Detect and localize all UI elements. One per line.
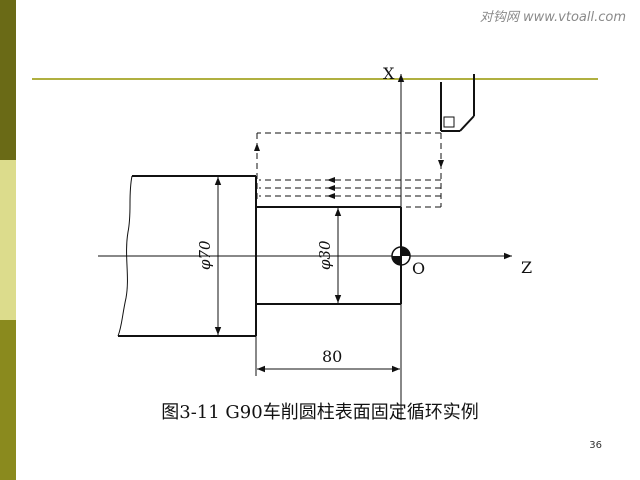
slide-sidebar	[0, 0, 16, 480]
watermark: 对钩网 www.vtoall.com	[479, 10, 626, 25]
workpiece-outline	[118, 175, 402, 337]
sidebar-block-middle	[0, 160, 16, 320]
sidebar-block-top	[0, 0, 16, 160]
cutting-tool	[440, 74, 475, 132]
page-number: 36	[589, 440, 602, 451]
tool-path-dashed	[256, 132, 442, 208]
tool-path-arrows	[254, 143, 444, 199]
dim-phi70-label: φ70	[196, 240, 214, 270]
accent-horizontal-line	[32, 78, 598, 80]
origin-label: O	[412, 259, 425, 278]
z-axis-label: Z	[521, 258, 532, 277]
x-axis-label: X	[383, 64, 395, 83]
figure-caption: 图3-11 G90车削圆柱表面固定循环实例	[161, 402, 479, 423]
dim-phi30-label: φ30	[316, 240, 334, 270]
break-line	[117, 175, 133, 337]
dim-80-label: 80	[322, 347, 342, 366]
sidebar-block-bottom	[0, 320, 16, 480]
tool-corner-mark	[443, 116, 455, 128]
